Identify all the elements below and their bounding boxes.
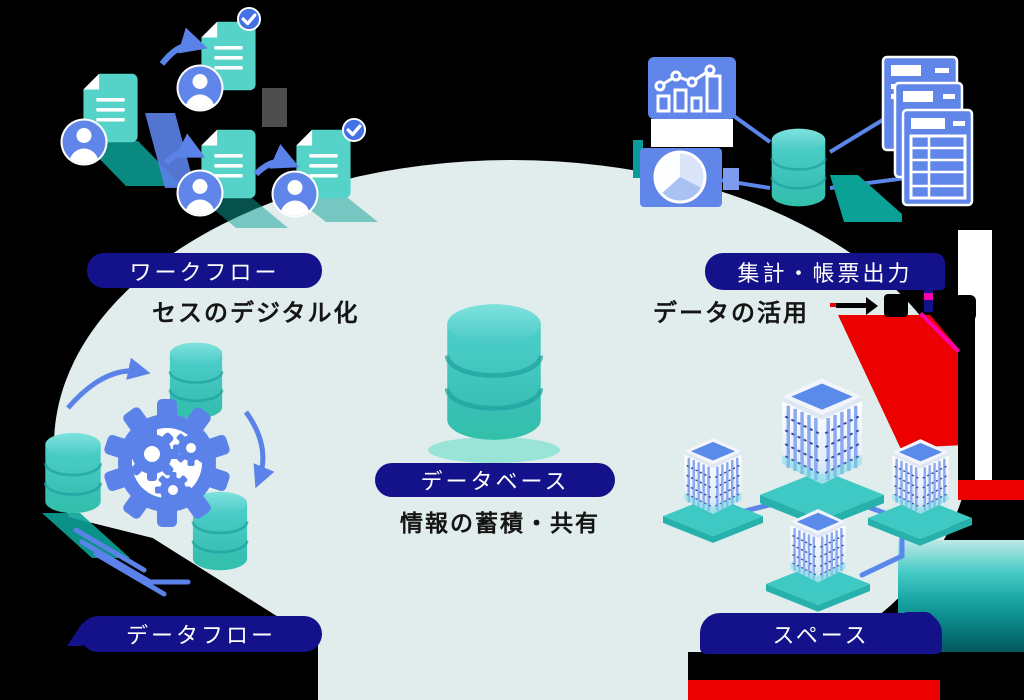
space-illustration bbox=[663, 378, 972, 612]
database-icon bbox=[770, 127, 827, 208]
workflow-illustration bbox=[30, 6, 378, 228]
cycle-arrow-icon bbox=[66, 357, 151, 410]
glitch-white-column-2 bbox=[975, 308, 992, 480]
teal-bar bbox=[633, 140, 643, 178]
database-icon bbox=[447, 304, 541, 440]
document-shadow bbox=[82, 141, 182, 186]
database-illustration bbox=[428, 290, 560, 463]
gear-icon bbox=[125, 427, 179, 481]
flow-arrow-icon bbox=[159, 27, 208, 66]
user-avatar-icon bbox=[177, 65, 224, 112]
user-avatar-icon bbox=[61, 119, 108, 166]
database-label-pill: データベース bbox=[375, 463, 615, 497]
database-label: データベース bbox=[420, 469, 570, 494]
dataflow-illustration bbox=[42, 341, 275, 597]
dataflow-label: データフロー bbox=[125, 623, 276, 648]
arrow-right-icon bbox=[830, 303, 836, 307]
report-form-icon bbox=[901, 108, 974, 207]
database-icon bbox=[168, 341, 224, 420]
building-icon bbox=[789, 509, 847, 584]
dataflow-label-pill: データフロー bbox=[67, 616, 322, 652]
glitch-magenta-dash bbox=[924, 293, 933, 300]
workflow-subtitle: セスのデジタル化 bbox=[152, 300, 360, 327]
space-label-pill: スペース bbox=[700, 613, 942, 654]
check-badge-icon bbox=[236, 6, 262, 32]
gear-icon bbox=[173, 430, 209, 466]
report-label: 集計・帳票出力 bbox=[737, 260, 913, 286]
database-subtitle: 情報の蓄積・共有 bbox=[400, 510, 600, 536]
glitch-red-band-bottom bbox=[688, 680, 940, 700]
arrow-head bbox=[866, 297, 878, 315]
hidden-text-fragment bbox=[884, 294, 908, 317]
pie-chart-icon bbox=[640, 148, 722, 207]
report-illustration bbox=[633, 55, 974, 222]
flow-band bbox=[145, 113, 195, 188]
building-icon bbox=[780, 378, 864, 486]
blue-fragment bbox=[723, 168, 739, 190]
document-shadow bbox=[200, 198, 288, 228]
white-paper bbox=[651, 119, 733, 147]
bar-line-chart-icon bbox=[648, 57, 736, 119]
workflow-label-pill: ワークフロー bbox=[87, 253, 322, 288]
gray-square bbox=[262, 88, 287, 127]
user-avatar-icon bbox=[272, 171, 319, 218]
circuit-lines bbox=[73, 527, 191, 597]
glitch-black-band-bottom bbox=[688, 652, 940, 680]
hidden-text-fragment bbox=[948, 295, 976, 321]
glitch-red-band-right bbox=[958, 480, 1024, 500]
building-icon bbox=[683, 438, 743, 516]
glitch-black-column bbox=[958, 308, 975, 480]
flow-arrow-icon bbox=[253, 143, 300, 177]
flow-arrow-icon bbox=[163, 133, 206, 166]
database-icon bbox=[43, 431, 103, 515]
cycle-arrow-icon bbox=[243, 410, 275, 489]
building-icon bbox=[891, 439, 950, 516]
gear-icon bbox=[155, 472, 191, 508]
glitch-navy-bar bbox=[924, 288, 933, 312]
report-subtitle: データの活用 bbox=[653, 300, 809, 327]
space-label: スペース bbox=[772, 622, 870, 648]
workflow-label: ワークフロー bbox=[129, 259, 280, 285]
report-label-pill: 集計・帳票出力 bbox=[705, 253, 945, 290]
arrow-right-icon bbox=[836, 303, 866, 308]
check-badge-icon bbox=[341, 117, 367, 143]
user-avatar-icon bbox=[177, 170, 224, 217]
database-shadow bbox=[830, 175, 902, 222]
database-glow bbox=[428, 437, 560, 463]
